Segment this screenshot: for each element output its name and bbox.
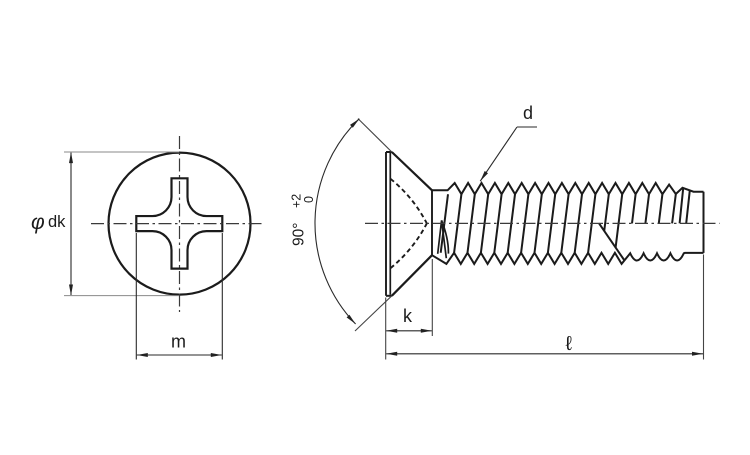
svg-text:+2: +2 — [290, 194, 304, 208]
svg-text:d: d — [523, 103, 533, 123]
svg-text:k: k — [403, 306, 413, 326]
svg-text:dk: dk — [48, 213, 66, 231]
svg-text:0: 0 — [302, 196, 316, 203]
svg-text:φ: φ — [31, 211, 45, 234]
svg-text:m: m — [171, 332, 186, 352]
svg-text:90°: 90° — [291, 223, 308, 246]
svg-text:ℓ: ℓ — [566, 333, 573, 355]
